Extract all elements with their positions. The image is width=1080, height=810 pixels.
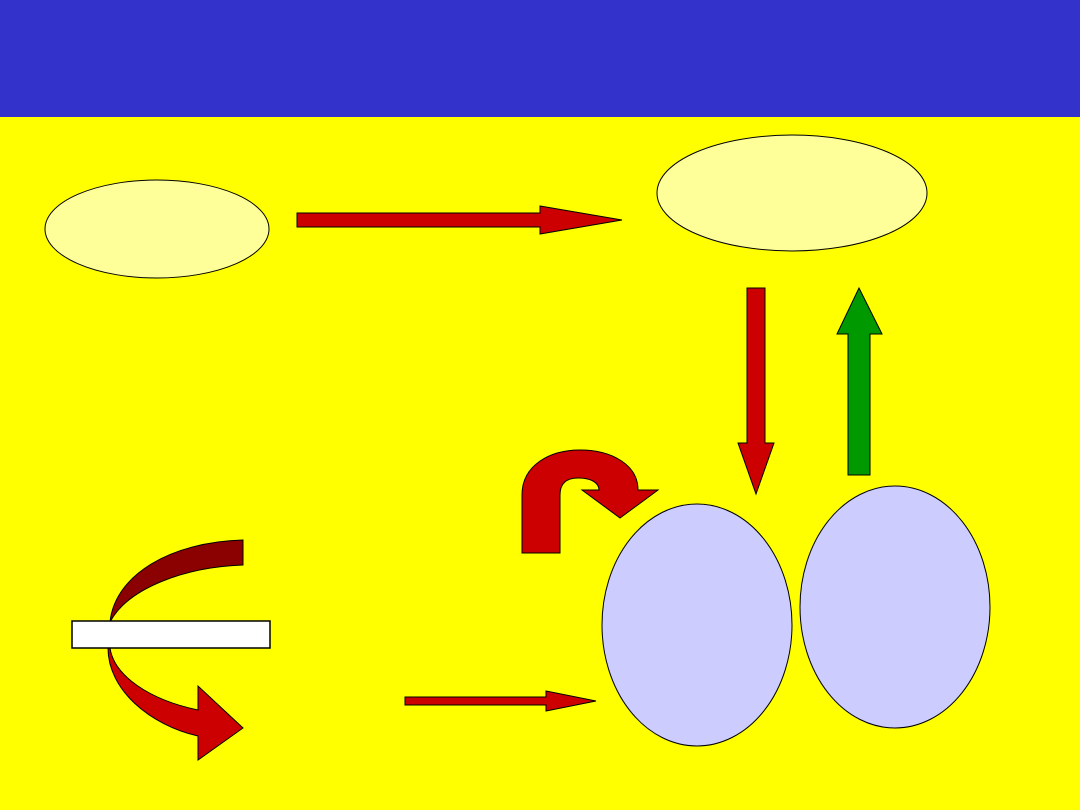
- arrow-right-bottom: [404, 690, 597, 712]
- arrow-up-green: [836, 286, 883, 476]
- ellipse-top-left: [44, 179, 270, 279]
- ellipse-bottom-left: [601, 503, 793, 747]
- arrow-right-top: [296, 205, 623, 235]
- u-turn-arrow: [521, 449, 660, 554]
- ellipse-top-right: [656, 134, 928, 252]
- ellipse-bottom-right: [799, 485, 991, 729]
- header-bar: [0, 0, 1080, 117]
- white-bar: [71, 620, 271, 649]
- curved-arrow-lower: [107, 647, 244, 761]
- arrow-down: [737, 287, 775, 496]
